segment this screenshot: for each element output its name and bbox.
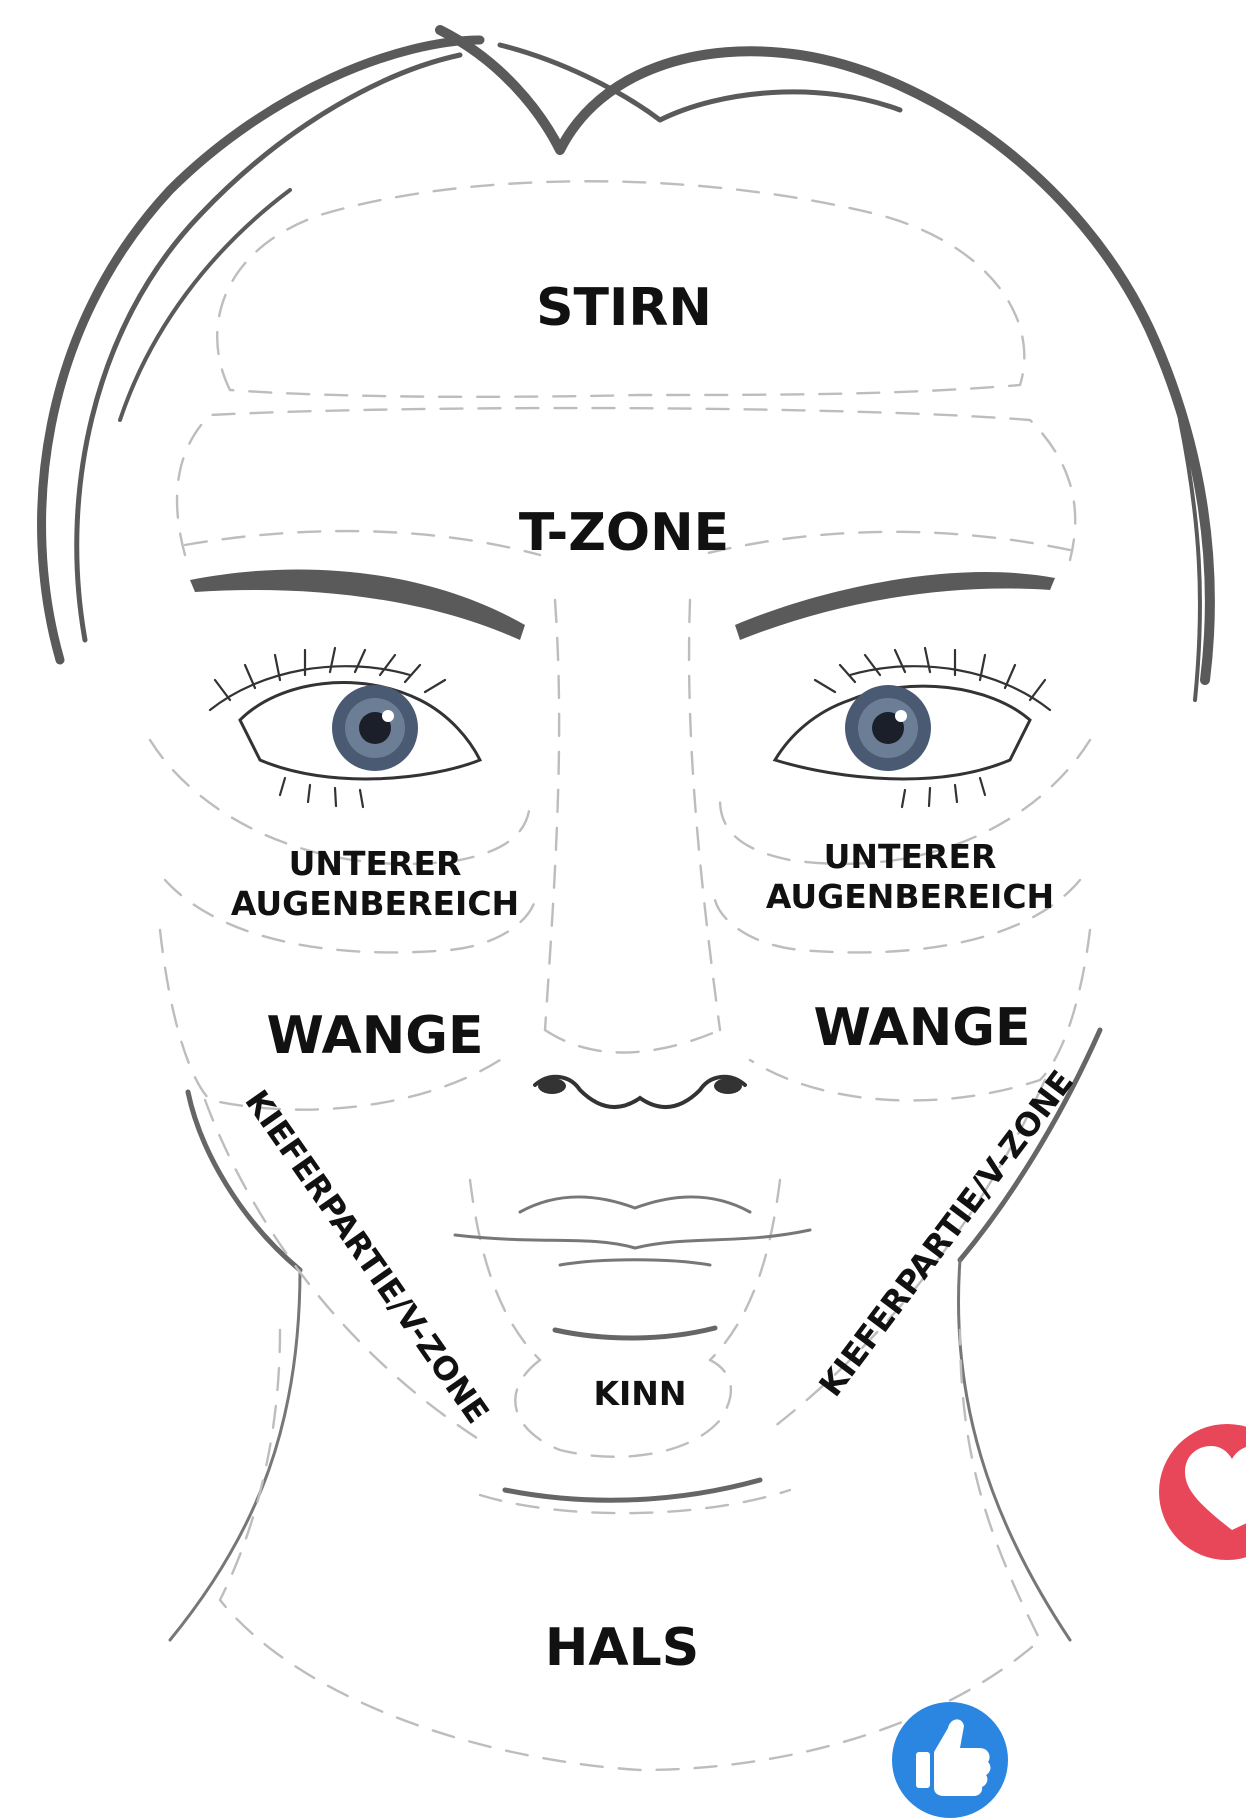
label-jaw-left: KIEFERPARTIE/V-ZONE [237, 1083, 496, 1430]
nose [535, 1077, 745, 1107]
heart-reaction-button[interactable] [1159, 1424, 1246, 1560]
eyebrows [190, 569, 1055, 640]
label-kinn: KINN [593, 1374, 686, 1413]
label-t-zone: T-ZONE [519, 503, 729, 563]
right-eye [775, 648, 1050, 807]
label-jaw-right: KIEFERPARTIE/V-ZONE [811, 1063, 1081, 1403]
label-under-eye-left-line1: UNTERER [289, 844, 462, 883]
left-eye [210, 648, 480, 807]
label-wange-left: WANGE [267, 1006, 484, 1066]
label-under-eye-right-line2: AUGENBEREICH [766, 877, 1054, 916]
hair-outline [42, 30, 1210, 700]
label-wange-right: WANGE [814, 998, 1031, 1058]
lips [455, 1197, 810, 1338]
zone-labels: STIRN T-ZONE UNTERER AUGENBEREICH UNTERE… [231, 278, 1081, 1678]
label-under-eye-left-line2: AUGENBEREICH [231, 884, 519, 923]
label-stirn: STIRN [536, 278, 712, 338]
label-hals: HALS [545, 1618, 699, 1678]
left-eyebrow [190, 569, 525, 640]
like-reaction-button[interactable] [892, 1702, 1008, 1818]
zone-outlines [150, 181, 1090, 1770]
right-eyebrow [735, 572, 1055, 640]
label-under-eye-right-line1: UNTERER [824, 837, 997, 876]
